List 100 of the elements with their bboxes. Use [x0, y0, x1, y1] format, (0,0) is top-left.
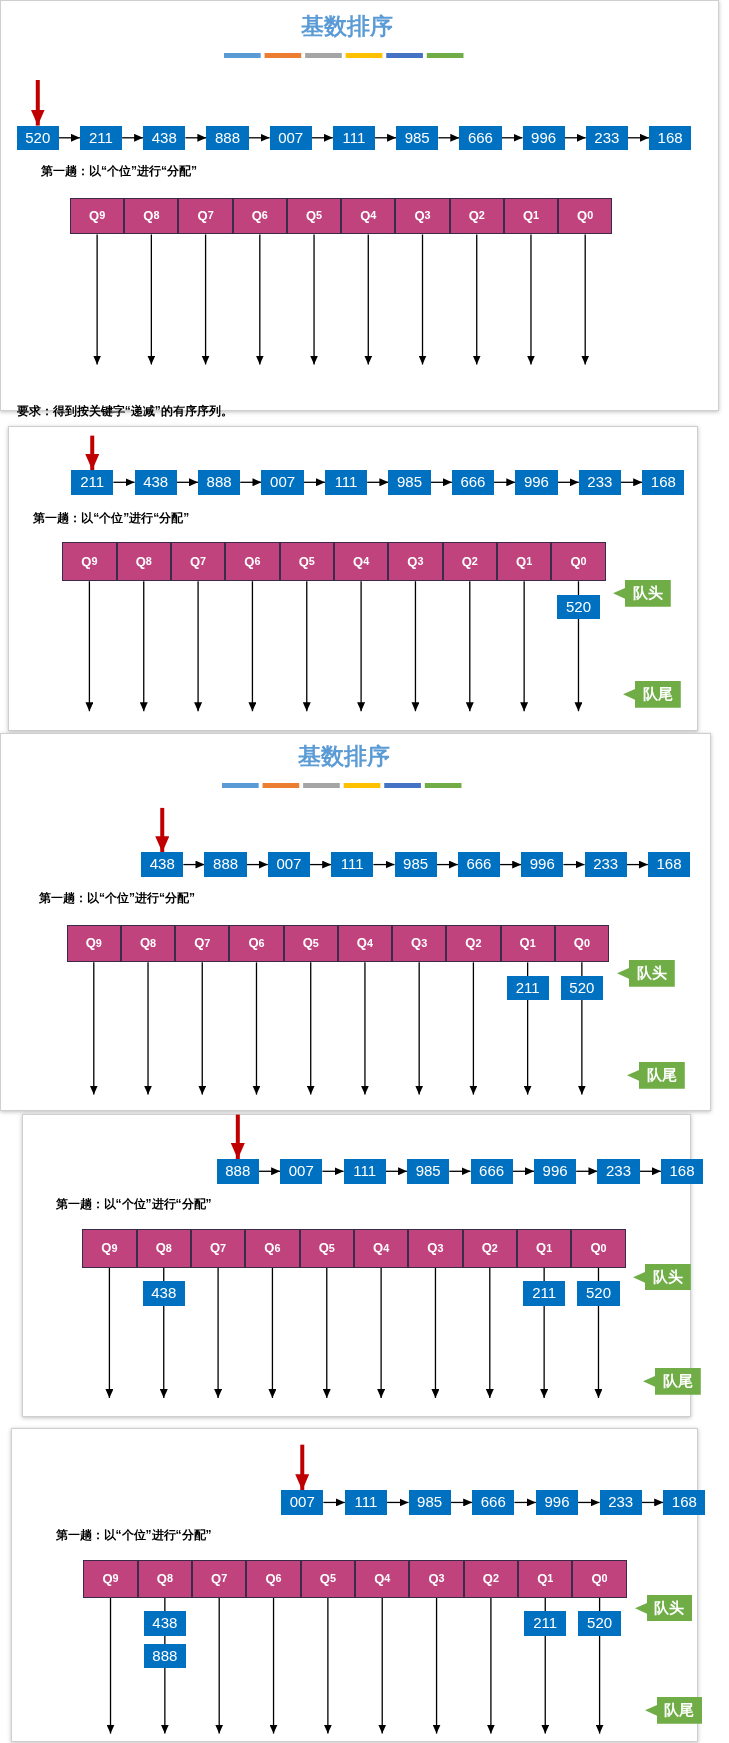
number-box: 168 [642, 470, 685, 495]
number-box: 438 [142, 1281, 185, 1306]
number-box: 996 [535, 1490, 579, 1515]
arrow [411, 580, 420, 712]
arrow [429, 478, 453, 487]
arrow [620, 478, 643, 487]
number-box: 985 [396, 125, 439, 150]
number-box: 211 [523, 1281, 566, 1306]
arrow [577, 1498, 601, 1507]
arrow [85, 435, 100, 471]
number-box: 233 [597, 1159, 640, 1184]
number-box: 438 [143, 1611, 186, 1636]
number-box: 888 [206, 125, 249, 150]
callout-label: 队头 [634, 1594, 693, 1622]
arrow [486, 1597, 495, 1735]
number-box: 168 [660, 1159, 704, 1184]
arrow [626, 860, 649, 869]
number-box: 211 [524, 1611, 567, 1636]
arrow [432, 1597, 441, 1735]
arrow [512, 1167, 535, 1176]
arrow [418, 233, 427, 366]
arrow [575, 1167, 599, 1176]
number-box: 666 [457, 852, 501, 877]
arrow [176, 478, 199, 487]
number-box: 007 [267, 852, 311, 877]
number-box: 520 [557, 594, 600, 619]
arrow [248, 580, 257, 712]
arrow [372, 860, 396, 869]
arrow [255, 233, 264, 366]
arrow [322, 1498, 346, 1507]
arrow [385, 1167, 408, 1176]
slide-title: 基数排序 [297, 742, 392, 772]
number-box: 985 [407, 1159, 450, 1184]
number-box: 111 [343, 1159, 386, 1184]
arrow [258, 1167, 281, 1176]
arrow [465, 580, 474, 712]
arrow [194, 580, 203, 712]
number-box: 007 [281, 1490, 324, 1515]
arrow [105, 1267, 114, 1399]
arrow [562, 860, 586, 869]
number-box: 985 [394, 852, 437, 877]
arrow [252, 961, 261, 1096]
arrow [310, 233, 319, 366]
arrow [627, 133, 650, 142]
arrow [641, 1498, 664, 1507]
callout-label: 队尾 [644, 1696, 703, 1724]
arrow [309, 860, 332, 869]
callout-label: 队尾 [626, 1062, 685, 1090]
arrow [639, 1167, 662, 1176]
number-box: 666 [451, 470, 495, 495]
number-box: 111 [331, 852, 374, 877]
arrow [500, 133, 524, 142]
number-box: 233 [599, 1490, 642, 1515]
arrow [366, 478, 390, 487]
arrow [303, 478, 326, 487]
number-box: 996 [521, 852, 564, 877]
arrow [155, 807, 170, 853]
arrow [437, 133, 460, 142]
arrow [436, 860, 459, 869]
number-box: 233 [584, 852, 627, 877]
arrow [121, 133, 144, 142]
number-box: 666 [470, 1159, 513, 1184]
arrow [493, 478, 516, 487]
instruction-text: 第一趟：以“个位”进行“分配” [41, 163, 198, 181]
arrow [472, 233, 481, 366]
number-box: 111 [344, 1490, 388, 1515]
number-box: 438 [141, 852, 184, 877]
arrow [198, 961, 207, 1096]
arrow [215, 1597, 224, 1735]
instruction-text: 要求：得到按关键字“递减”的有序序列。 [16, 403, 233, 421]
arrow [499, 860, 522, 869]
arrow [184, 133, 207, 142]
arrow [581, 233, 590, 366]
number-box: 888 [198, 470, 241, 495]
number-box: 007 [261, 470, 304, 495]
number-box: 007 [280, 1159, 323, 1184]
arrow [302, 580, 311, 712]
arrow [431, 1267, 440, 1399]
arrow [214, 1267, 223, 1399]
arrow [106, 1597, 115, 1735]
number-box: 666 [459, 125, 502, 150]
number-box: 438 [143, 125, 186, 150]
instruction-text: 第一趟：以“个位”进行“分配” [55, 1526, 212, 1544]
arrow [386, 1498, 410, 1507]
callout-label: 队尾 [643, 1368, 702, 1395]
arrow [374, 133, 397, 142]
number-box: 985 [388, 470, 431, 495]
arrow [485, 1267, 494, 1399]
arrow [139, 580, 148, 712]
number-box: 888 [216, 1159, 259, 1184]
arrow [415, 961, 424, 1096]
arrow [269, 1597, 278, 1735]
arrow [147, 233, 156, 366]
arrow [469, 961, 478, 1096]
arrow [321, 1167, 345, 1176]
arrow [239, 478, 263, 487]
arrow [201, 233, 210, 366]
number-box: 996 [515, 470, 558, 495]
instruction-text: 第一趟：以“个位”进行“分配” [38, 890, 195, 908]
arrow [85, 580, 94, 712]
